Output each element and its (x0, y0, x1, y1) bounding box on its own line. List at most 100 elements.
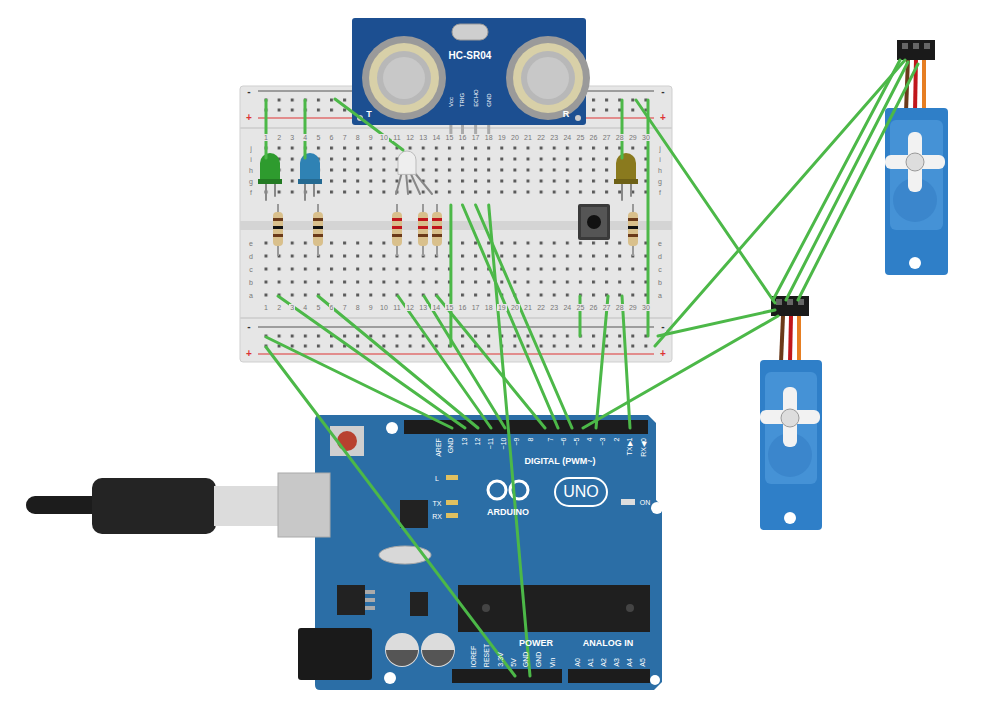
column-number: 28 (615, 304, 625, 311)
column-number: 11 (392, 304, 401, 311)
rail-sign: + (659, 349, 667, 359)
led-label: RX (432, 513, 442, 520)
column-number: 26 (589, 134, 599, 141)
column-number: 1 (263, 304, 269, 311)
rail-sign: - (246, 87, 251, 97)
pin-label: 3.3V (497, 653, 504, 667)
row-letter: c (248, 266, 254, 273)
pin-label: A5 (639, 658, 646, 667)
pin-label: ~3 (599, 438, 606, 446)
board-brand: ARDUINO (487, 508, 529, 517)
pin-label: 12 (474, 438, 481, 446)
board-model: UNO (563, 484, 599, 500)
pin-label: 2 (614, 438, 621, 442)
column-number: 28 (615, 134, 625, 141)
row-letter: f (658, 189, 662, 196)
column-number: 30 (641, 304, 651, 311)
pin-label: A4 (626, 658, 633, 667)
column-number: 25 (576, 304, 586, 311)
column-number: 5 (315, 134, 321, 141)
rail-sign: - (246, 322, 251, 332)
pin-label: GND (523, 651, 530, 667)
servo-motor (760, 40, 948, 530)
pin-label: AREF (434, 438, 441, 457)
row-letter: f (249, 189, 253, 196)
row-letter: d (248, 253, 254, 260)
column-number: 3 (289, 134, 295, 141)
pin-label: Vcc (448, 97, 454, 107)
pin-label: GND (486, 94, 492, 107)
pin-label: 7 (548, 438, 555, 442)
column-number: 2 (276, 134, 282, 141)
row-letter: a (248, 292, 254, 299)
column-number: 10 (379, 304, 389, 311)
pin-label: A2 (600, 658, 607, 667)
column-number: 8 (355, 304, 361, 311)
rail-sign: + (245, 349, 253, 359)
resistor-symbol (273, 204, 638, 256)
column-number: 4 (302, 304, 308, 311)
column-number: 11 (392, 134, 401, 141)
pin-label: RESET (484, 644, 491, 667)
pin-label: GND (448, 438, 455, 454)
pin-label: TRIG (460, 93, 466, 107)
column-number: 18 (484, 304, 494, 311)
column-number: 9 (368, 304, 374, 311)
column-number: 13 (418, 134, 428, 141)
pin-label: 5V (510, 658, 517, 667)
usb-cable (26, 473, 330, 537)
column-number: 26 (589, 304, 599, 311)
column-number: 16 (458, 134, 468, 141)
column-number: 10 (379, 134, 389, 141)
column-number: 7 (342, 304, 348, 311)
led-label: TX (433, 500, 442, 507)
row-letter: g (657, 178, 663, 185)
column-number: 24 (562, 134, 572, 141)
header-title: DIGITAL (PWM~) (525, 457, 596, 466)
rail-sign: + (245, 113, 253, 123)
pin-label: ECHO (473, 90, 479, 107)
row-letter: e (657, 240, 663, 247)
column-number: 23 (549, 134, 559, 141)
column-number: 21 (523, 304, 533, 311)
arduino-board: AREFGND1312~11~10~987~6~54~32TX▶1RX◀0DIG… (315, 415, 662, 690)
row-letter: b (657, 279, 663, 286)
ultrasonic-sensor (352, 18, 590, 134)
pin-label: 4 (587, 438, 594, 442)
column-number: 24 (562, 304, 572, 311)
column-number: 9 (368, 134, 374, 141)
row-letter: i (658, 156, 662, 163)
push-button (578, 204, 610, 240)
transducer-label: R (563, 110, 570, 119)
row-letter: j (249, 145, 253, 152)
ultrasonic-sensor: HC-SR04VccTRIGECHOGNDTR (352, 18, 586, 125)
column-number: 21 (523, 134, 533, 141)
column-number: 8 (355, 134, 361, 141)
led-label: L (435, 475, 439, 482)
column-number: 6 (329, 304, 335, 311)
pin-label: A3 (613, 658, 620, 667)
column-number: 5 (315, 304, 321, 311)
row-letter: i (249, 156, 253, 163)
pin-label: ~6 (560, 438, 567, 446)
column-number: 19 (497, 134, 507, 141)
column-number: 16 (458, 304, 468, 311)
pin-label: RX◀0 (640, 438, 647, 457)
pin-label: 8 (528, 438, 535, 442)
pin-label: Vin (549, 657, 556, 667)
column-number: 6 (329, 134, 335, 141)
column-number: 12 (405, 304, 415, 311)
pin-label: A0 (574, 658, 581, 667)
row-letter: h (248, 167, 254, 174)
header-title: ANALOG IN (583, 639, 634, 648)
row-letter: h (657, 167, 663, 174)
column-number: 25 (576, 134, 586, 141)
column-number: 15 (445, 304, 455, 311)
rail-sign: - (660, 322, 665, 332)
column-number: 20 (510, 134, 520, 141)
rail-sign: - (660, 87, 665, 97)
column-number: 17 (471, 304, 481, 311)
column-number: 17 (471, 134, 481, 141)
column-number: 2 (276, 304, 282, 311)
